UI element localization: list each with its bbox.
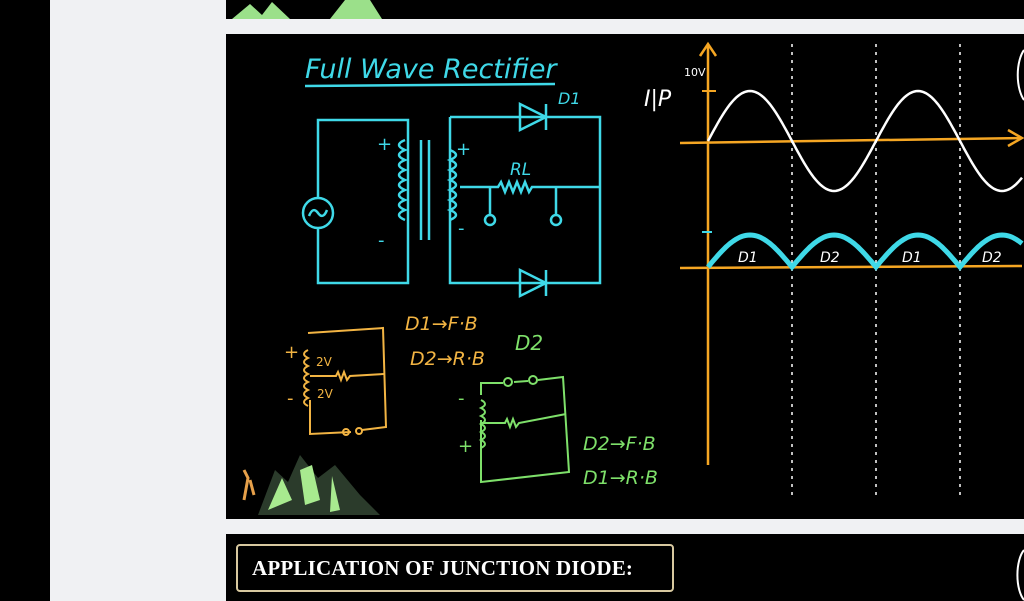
amplitude-label: 10V [684,66,706,79]
primary-coil [397,138,409,222]
load-resistor [460,178,600,196]
case1-circuit [303,326,388,436]
diode-d1-icon [518,101,549,133]
case2-d1-reverse-bias: D1→R·B [583,467,658,489]
case1-minus: - [287,388,294,409]
full-wave-rectifier-circuit [301,101,602,299]
input-axis-arrow-icon [1007,128,1024,148]
y-axis-arrow-icon [698,41,718,57]
waveform-graph [679,41,1024,500]
input-sine-wave [706,89,1023,193]
case1-plus: + [284,342,299,363]
mountain-logo-top [232,0,382,19]
case1-voltage-bottom: 2V [317,387,334,401]
previous-slide-thumbnail[interactable] [226,0,1024,19]
case1-d2-reverse-bias: D2→R·B [410,348,485,370]
secondary-coil [446,148,458,222]
case2-d2-forward-bias: D2→F·B [583,433,656,455]
right-edge-ring-icon [1016,549,1024,601]
title-underline [304,82,556,88]
banner-title: APPLICATION OF JUNCTION DIODE: [252,555,634,580]
segment-label-d2: D2 [982,250,1002,266]
right-edge-ring-icon [1016,49,1024,101]
case2-circuit [478,375,571,484]
slide-title: Full Wave Rectifier [305,54,558,85]
climber-figure [242,469,256,501]
secondary-minus: - [458,218,465,239]
case1-d1-forward-bias: D1→F·B [405,313,478,335]
output-axis [679,264,1023,270]
primary-minus: - [378,230,385,251]
left-black-bar [0,0,50,601]
load-label: RL [510,160,531,180]
case1-voltage-top: 2V [316,355,333,369]
case2-plus: + [458,436,473,457]
section-banner: APPLICATION OF JUNCTION DIODE: [236,544,674,592]
d1-label: D1 [558,89,581,108]
secondary-plus: + [456,139,471,160]
segment-label-d2: D2 [820,250,840,266]
mountain-logo-highlight [268,465,340,512]
case2-minus: - [458,388,465,409]
input-label: I|P [644,87,672,112]
segment-label-d1: D1 [902,250,922,266]
side-panel [50,0,226,601]
input-axis [679,136,1023,145]
diode-d2-icon [518,267,549,299]
rectified-output-wave [706,232,1024,271]
segment-label-d1: D1 [738,250,758,266]
primary-plus: + [377,134,392,155]
d2-label: D2 [515,331,543,355]
